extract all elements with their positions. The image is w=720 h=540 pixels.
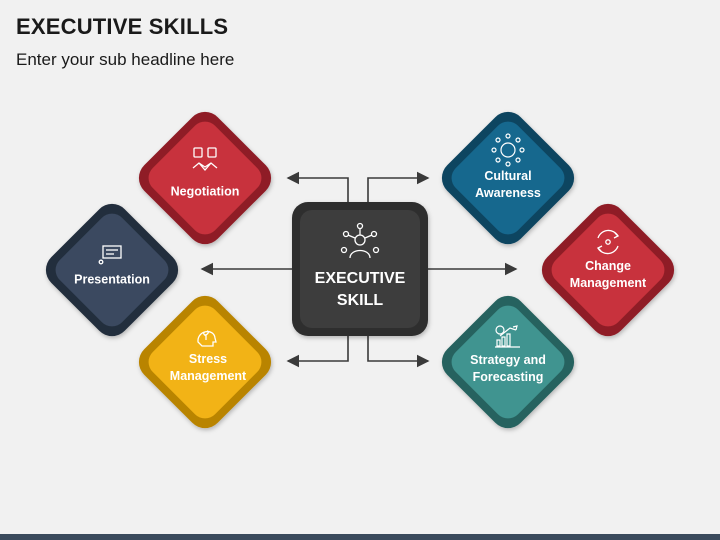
handshake-icon <box>192 147 218 171</box>
node-label-strategy-and-forecasting: Strategy and Forecasting <box>470 353 546 384</box>
page-title: EXECUTIVE SKILLS <box>16 14 229 39</box>
node-label-change-management: Change Management <box>569 259 647 290</box>
node-change-management <box>541 203 675 337</box>
connectors <box>200 171 518 368</box>
page-subtitle: Enter your sub headline here <box>16 50 235 69</box>
node-presentation <box>45 203 179 337</box>
node-label-negotiation: Negotiation <box>170 184 240 199</box>
center-box <box>292 202 428 336</box>
node-label-cultural-awareness: Cultural Awareness <box>475 169 541 200</box>
connector-stress-management <box>286 336 349 368</box>
presentation-board-icon <box>98 245 122 265</box>
center-label: EXECUTIVE SKILL <box>314 270 406 309</box>
node-cultural-awareness <box>441 111 575 245</box>
connector-negotiation <box>286 171 349 208</box>
bottom-bar <box>0 534 720 540</box>
node-label-presentation: Presentation <box>74 272 150 287</box>
connector-cultural-awareness <box>367 171 430 208</box>
people-circle-icon <box>491 133 525 167</box>
head-plant-icon <box>197 330 217 347</box>
node-stress-management <box>138 295 272 429</box>
node-strategy-and-forecasting <box>441 295 575 429</box>
leader-network-icon <box>340 222 380 259</box>
growth-chart-icon <box>495 325 520 348</box>
connector-strategy-and-forecasting <box>367 336 430 368</box>
node-label-stress-management: Stress Management <box>169 352 247 383</box>
node-negotiation <box>138 111 272 245</box>
change-cycle-icon <box>596 229 620 255</box>
